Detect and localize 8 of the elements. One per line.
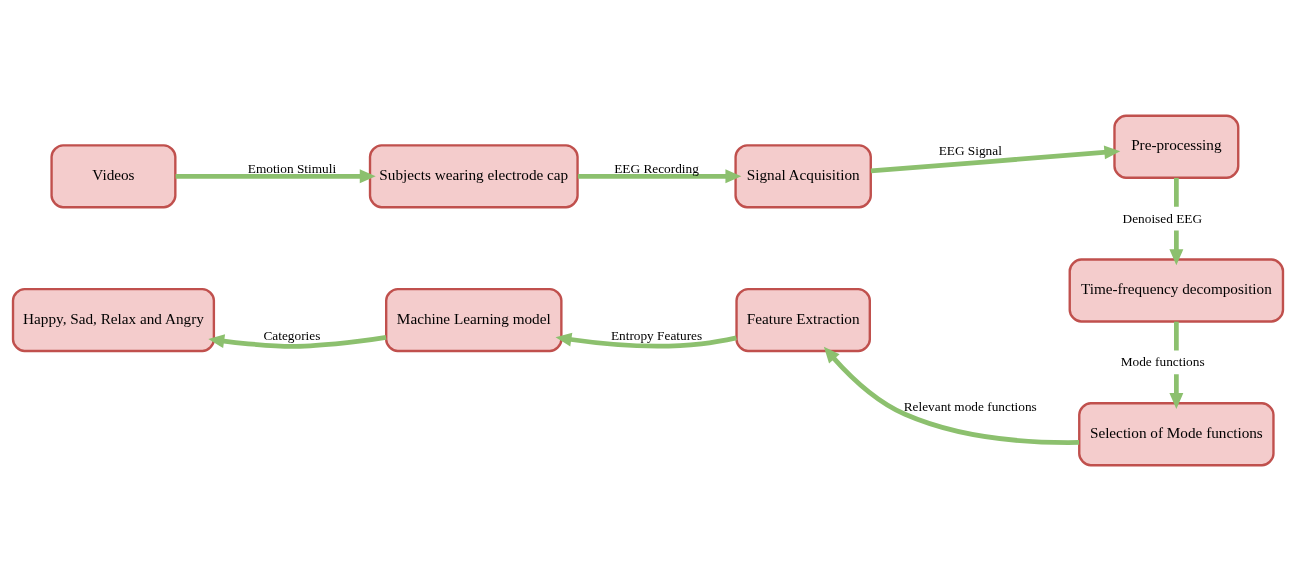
edge-label: EEG Recording xyxy=(614,160,699,176)
edge-label: Denoised EEG xyxy=(1122,210,1203,226)
edge-label: Entropy Features xyxy=(610,328,703,344)
edge-label: Relevant mode functions xyxy=(903,398,1037,414)
edge-label: Mode functions xyxy=(1120,354,1205,370)
edge-label: Emotion Stimuli xyxy=(247,160,337,176)
edge-label: Categories xyxy=(263,328,321,344)
edge-label: EEG Signal xyxy=(938,142,1002,158)
